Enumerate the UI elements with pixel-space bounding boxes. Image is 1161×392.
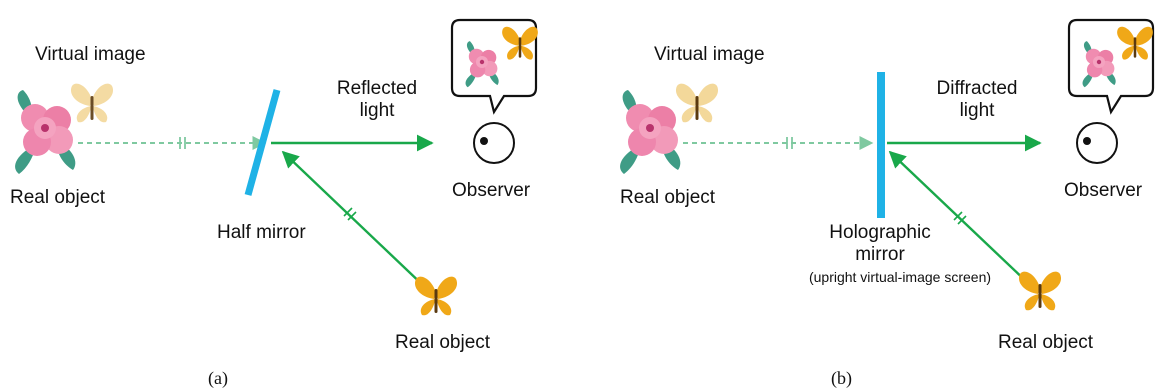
incident-ray bbox=[281, 150, 429, 291]
butterfly-icon bbox=[1018, 271, 1062, 311]
butterfly-faded-icon bbox=[70, 83, 114, 123]
flower-icon bbox=[620, 90, 681, 174]
speech-bubble-icon bbox=[1067, 18, 1155, 114]
incident-ray bbox=[888, 150, 1031, 286]
speech-bubble-icon bbox=[450, 18, 538, 114]
caption-a: (a) bbox=[208, 368, 228, 388]
diffracted-light-label-line1: Diffracted bbox=[936, 78, 1018, 99]
real-object-bottom-label-b: Real object bbox=[998, 332, 1094, 353]
butterfly-icon bbox=[414, 276, 458, 316]
real-object-bottom-label-a: Real object bbox=[395, 332, 491, 353]
half-mirror-label: Half mirror bbox=[217, 222, 306, 243]
flower-icon bbox=[15, 90, 76, 174]
holographic-mirror-label-line3: (upright virtual-image screen) bbox=[808, 269, 992, 285]
eye-icon bbox=[1076, 122, 1118, 164]
observer-label-b: Observer bbox=[1064, 180, 1143, 201]
half-mirror bbox=[244, 89, 281, 196]
panel-a bbox=[15, 18, 538, 316]
holographic-mirror-label-line2: mirror bbox=[855, 244, 905, 265]
caption-b: (b) bbox=[831, 368, 852, 388]
virtual-image-label-a: Virtual image bbox=[35, 44, 146, 65]
panel-b bbox=[620, 18, 1155, 311]
real-object-left-label-a: Real object bbox=[10, 187, 106, 208]
reflected-light-label-line1: Reflected bbox=[336, 78, 418, 99]
diffracted-light-label-line2: light bbox=[959, 100, 995, 121]
reflected-light-label-line2: light bbox=[359, 100, 395, 121]
eye-icon bbox=[473, 122, 515, 164]
butterfly-faded-icon bbox=[675, 83, 719, 123]
real-object-left-label-b: Real object bbox=[620, 187, 716, 208]
virtual-image-label-b: Virtual image bbox=[654, 44, 765, 65]
observer-label-a: Observer bbox=[452, 180, 531, 201]
holographic-mirror-label-line1: Holographic bbox=[829, 222, 931, 243]
